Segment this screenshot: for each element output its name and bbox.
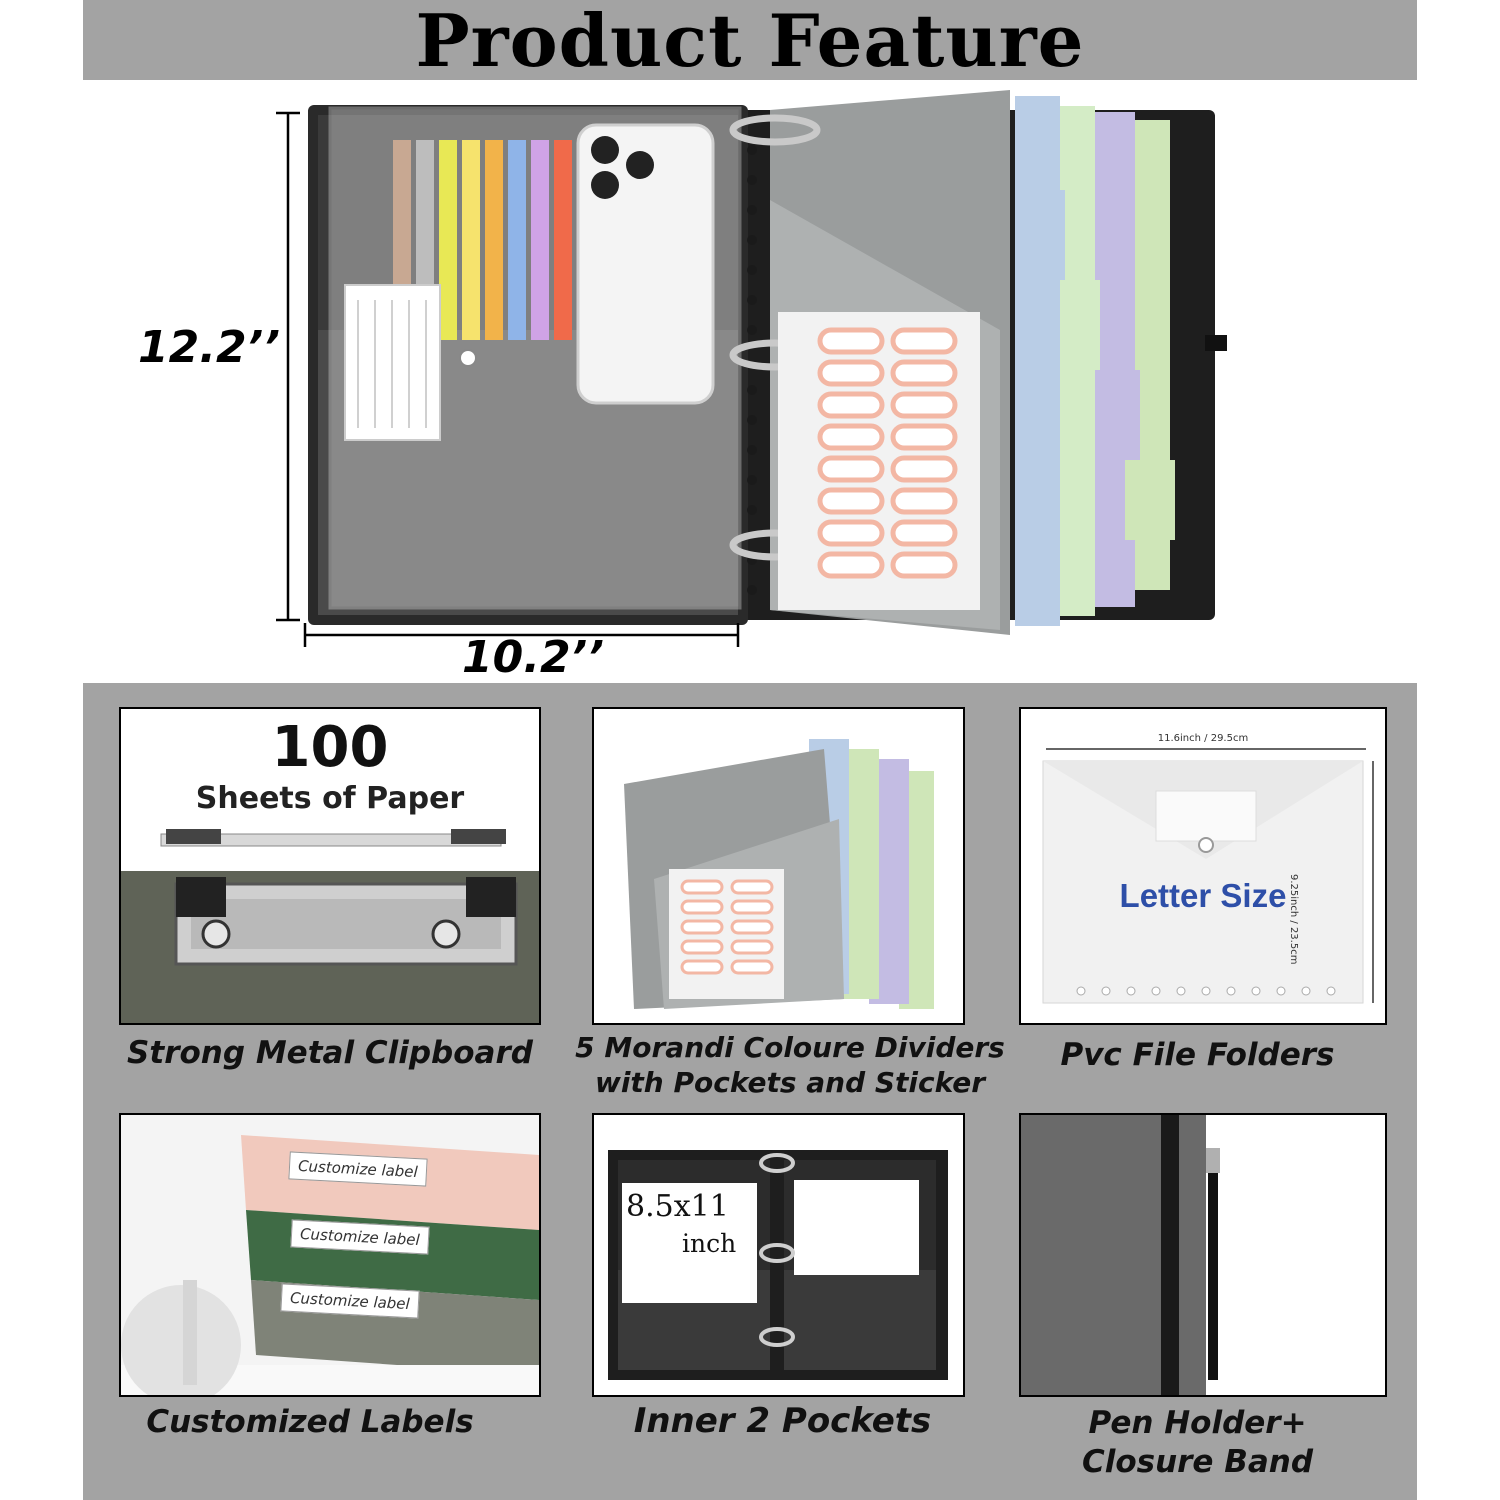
pen-holder-caption: Pen Holder+ Closure Band	[1030, 1404, 1365, 1482]
pvc-folder-caption: Pvc File Folders	[1060, 1037, 1335, 1073]
height-dimension-label: 12.2’’	[138, 322, 280, 373]
labels-caption: Customized Labels	[146, 1404, 474, 1440]
sheet-count-label: Sheets of Paper	[195, 781, 465, 816]
letter-size-label: Letter Size	[1119, 877, 1287, 914]
folder-height-dimension: 9.25inch / 23.5cm	[1288, 874, 1299, 965]
sheet-count: 100	[271, 715, 389, 780]
pen-holder-caption-line1: Pen Holder+	[1088, 1405, 1307, 1441]
page-title: Product Feature	[415, 0, 1085, 83]
labels-feature-card: Customize label Customize label Customiz…	[119, 1113, 541, 1397]
size-card	[622, 1183, 757, 1303]
pen-holder-feature-card	[1019, 1113, 1387, 1397]
pocket-size-value: 8.5x11	[626, 1189, 729, 1224]
dividers-caption-line2: with Pockets and Sticker	[594, 1066, 986, 1099]
inner-pockets-feature-card: 8.5x11 inch	[592, 1113, 965, 1397]
pvc-folder-feature-card: 11.6inch / 29.5cm Letter Size 9.25inch /…	[1019, 707, 1387, 1025]
dividers-feature-card	[592, 707, 965, 1025]
header-bar	[83, 0, 1417, 80]
width-dimension-label: 10.2’’	[462, 632, 604, 683]
dividers-caption-line1: 5 Morandi Coloure Dividers	[575, 1031, 1005, 1064]
clipboard-caption: Strong Metal Clipboard	[127, 1035, 533, 1071]
clipboard-feature-card: 100 Sheets of Paper	[119, 707, 541, 1025]
inner-pockets-caption: Inner 2 Pockets	[633, 1401, 932, 1441]
pocket-size-unit: inch	[682, 1229, 737, 1258]
folder-width-dimension: 11.6inch / 29.5cm	[1157, 733, 1249, 744]
dividers-caption: 5 Morandi Coloure Dividers with Pockets …	[560, 1030, 1020, 1100]
binder-hero-illustration	[276, 90, 1227, 647]
pen-holder-caption-line2: Closure Band	[1081, 1443, 1314, 1480]
